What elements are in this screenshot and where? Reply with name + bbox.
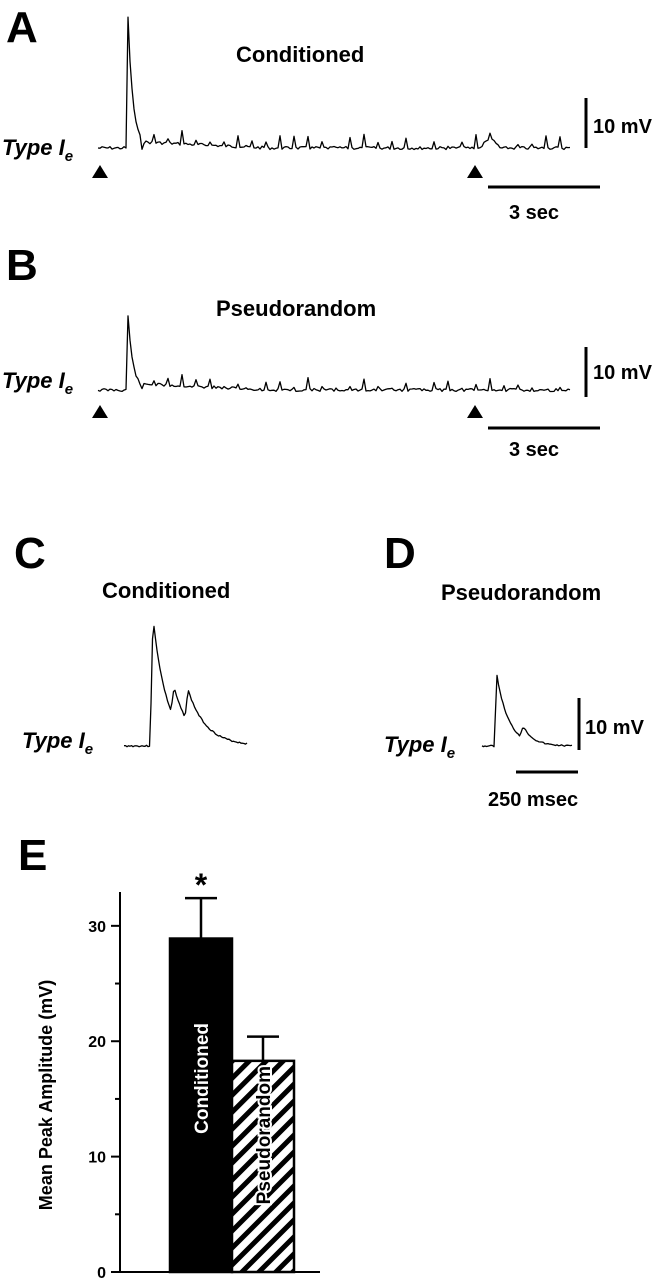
panel-b-voltage-scale-label: 10 mV xyxy=(593,362,653,384)
panel-b: B Pseudorandom Type Ie 10 mV 3 sec xyxy=(2,241,653,461)
y-tick-label-0: 0 xyxy=(97,1265,106,1280)
panel-b-letter: B xyxy=(6,241,38,290)
panel-b-stimulus-onset-marker xyxy=(92,405,108,418)
panel-c: C Conditioned Type Ie xyxy=(14,529,248,758)
panel-a-stimulus-onset-marker xyxy=(92,165,108,178)
panel-b-time-scale-label: 3 sec xyxy=(509,439,559,461)
panel-a-stimulus-offset-marker xyxy=(467,165,483,178)
bar-label-pseudorandom: Pseudorandom xyxy=(254,1066,275,1204)
significance-marker: * xyxy=(195,867,208,903)
panel-a-cell-label: Type Ie xyxy=(2,135,73,165)
y-tick-label-30: 30 xyxy=(88,919,106,936)
panel-b-title: Pseudorandom xyxy=(216,296,376,321)
bar-pseudorandom xyxy=(230,1059,296,1274)
panel-c-cell-label: Type Ie xyxy=(22,728,93,758)
panel-c-voltage-trace xyxy=(123,625,248,748)
panel-d-cell-label: Type Ie xyxy=(384,732,455,762)
panel-c-letter: C xyxy=(14,529,46,578)
panel-e-letter: E xyxy=(18,831,47,880)
panel-a-title: Conditioned xyxy=(236,42,364,67)
panel-d-voltage-trace xyxy=(481,674,573,748)
panel-d-letter: D xyxy=(384,529,416,578)
y-tick-label-20: 20 xyxy=(88,1034,106,1051)
panel-d-voltage-scale-label: 10 mV xyxy=(585,717,645,739)
panel-a: A Conditioned Type Ie 10 mV 3 sec xyxy=(2,3,653,224)
panel-d-title: Pseudorandom xyxy=(441,580,601,605)
panel-d-time-scale-label: 250 msec xyxy=(488,789,578,811)
panel-b-voltage-trace xyxy=(97,315,571,393)
bar-label-conditioned: Conditioned xyxy=(192,1023,213,1134)
panel-a-letter: A xyxy=(6,3,38,52)
panel-b-stimulus-offset-marker xyxy=(467,405,483,418)
panel-a-voltage-trace xyxy=(97,16,571,151)
chart-y-axis-title: Mean Peak Amplitude (mV) xyxy=(36,980,56,1210)
panel-e: E Mean Peak Amplitude (mV) 0 10 20 30Condit… xyxy=(18,831,320,1280)
panel-a-time-scale-label: 3 sec xyxy=(509,202,559,224)
panel-c-title: Conditioned xyxy=(102,578,230,603)
panel-a-voltage-scale-label: 10 mV xyxy=(593,116,653,138)
bar-conditioned xyxy=(168,937,234,1274)
panel-b-cell-label: Type Ie xyxy=(2,368,73,398)
y-tick-label-10: 10 xyxy=(88,1150,106,1167)
panel-d: D Pseudorandom Type Ie 10 mV 250 msec xyxy=(384,529,645,811)
